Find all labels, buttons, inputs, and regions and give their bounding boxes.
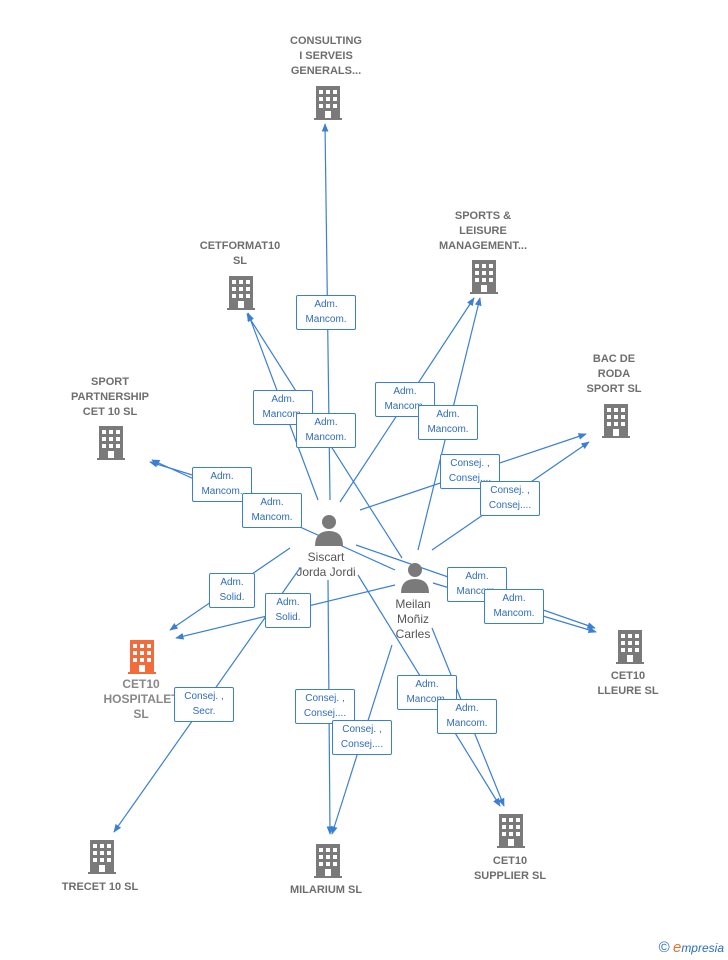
company-cet10-hospitalet[interactable]: CET10 HOSPITALET SL [103,677,179,721]
edge-label: Adm. Mancom. [418,405,478,440]
brand-initial: e [672,939,682,956]
company-trecet10[interactable]: TRECET 10 SL [61,881,139,893]
edge-label: Consej. , Consej.... [295,689,355,724]
building-windows [5,4,639,876]
edge-label: Adm. Mancom. [296,295,356,330]
edge-label: Adm. Mancom. [484,589,544,624]
company-sport-partnership[interactable]: SPORT PARTNERSHIP CET 10 SL [70,376,150,418]
edge-label: Adm. Mancom. [375,382,435,417]
edge-label: Consej. , Consej.... [332,720,392,755]
edge-label: Adm. Solid. [265,593,311,628]
edge-label: Consej. , Secr. [174,687,234,722]
brand-name: mpresia [681,941,724,955]
company-cet10-supplier[interactable]: CET10 SUPPLIER SL [473,855,547,882]
brand-logo[interactable]: empresia [672,939,724,956]
edge-label: Consej. , Consej.... [440,454,500,489]
edge-label: Adm. Mancom. [242,493,302,528]
edge-label: Adm. Mancom. [296,413,356,448]
company-sports-leisure[interactable]: SPORTS & LEISURE MANAGEMENT... [439,210,527,252]
person-icon-meilan [401,563,429,593]
person-siscart-jorda-jordi[interactable]: Siscart Jorda Jordi [296,550,356,579]
person-icon-siscart [315,515,343,546]
copyright-symbol: © [658,939,670,956]
building-icon [88,86,644,878]
edge-label: Adm. Mancom. [437,699,497,734]
copyright-brand: © empresia [659,939,724,956]
company-cet10-lleure[interactable]: CET10 LLEURE SL [597,670,659,697]
edge-label: Consej. , Consej.... [480,481,540,516]
person-meilan-moniz-carles[interactable]: Meilan Moñiz Carles [395,597,431,641]
company-bac-de-roda[interactable]: BAC DE RODA SPORT SL [586,353,642,395]
edge-label: Adm. Solid. [209,573,255,608]
company-milarium[interactable]: MILARIUM SL [289,884,363,896]
company-consulting[interactable]: CONSULTING I SERVEIS GENERALS... [290,35,362,77]
company-cetformat10[interactable]: CETFORMAT10 SL [199,240,281,267]
